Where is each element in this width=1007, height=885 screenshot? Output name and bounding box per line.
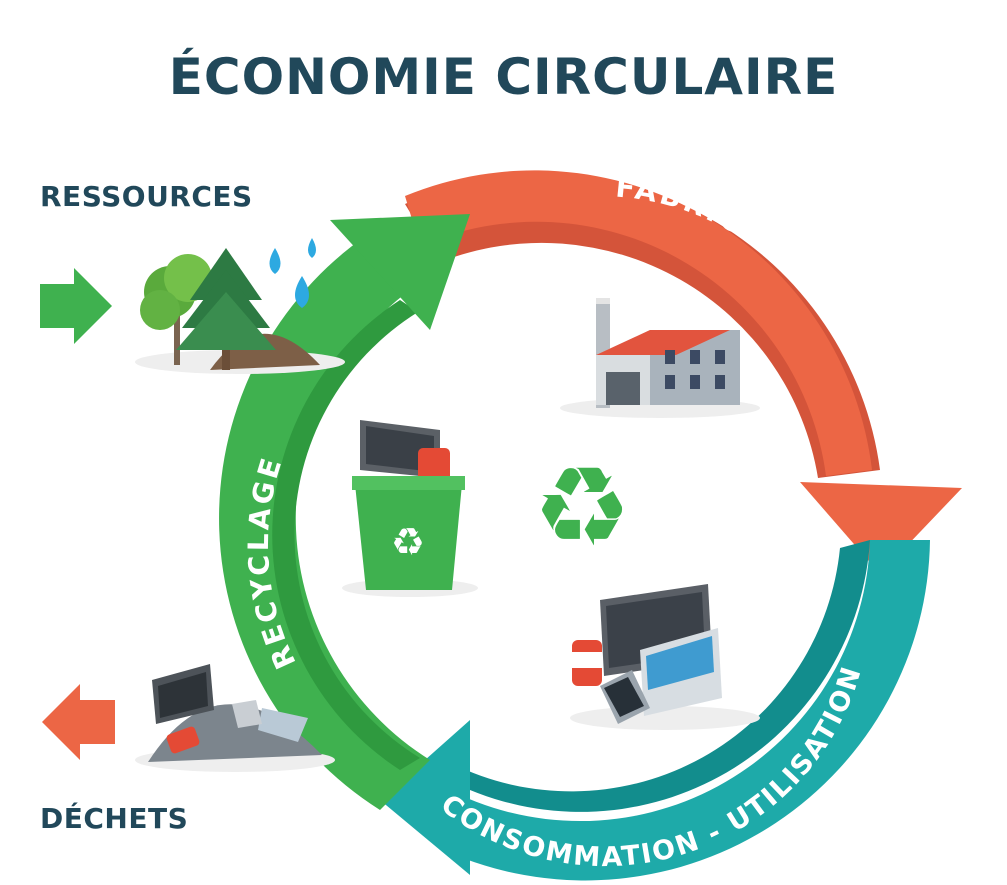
recycle-bin-icon: ♻: [342, 420, 478, 597]
resource-input-arrow: [40, 268, 112, 344]
factory-icon: [560, 298, 760, 418]
svg-text:♻: ♻: [533, 443, 632, 571]
svg-text:♻: ♻: [391, 520, 425, 564]
devices-icon: [570, 584, 760, 730]
recycle-symbol-icon: ♻: [533, 443, 632, 571]
waste-output-arrow: [42, 684, 115, 760]
